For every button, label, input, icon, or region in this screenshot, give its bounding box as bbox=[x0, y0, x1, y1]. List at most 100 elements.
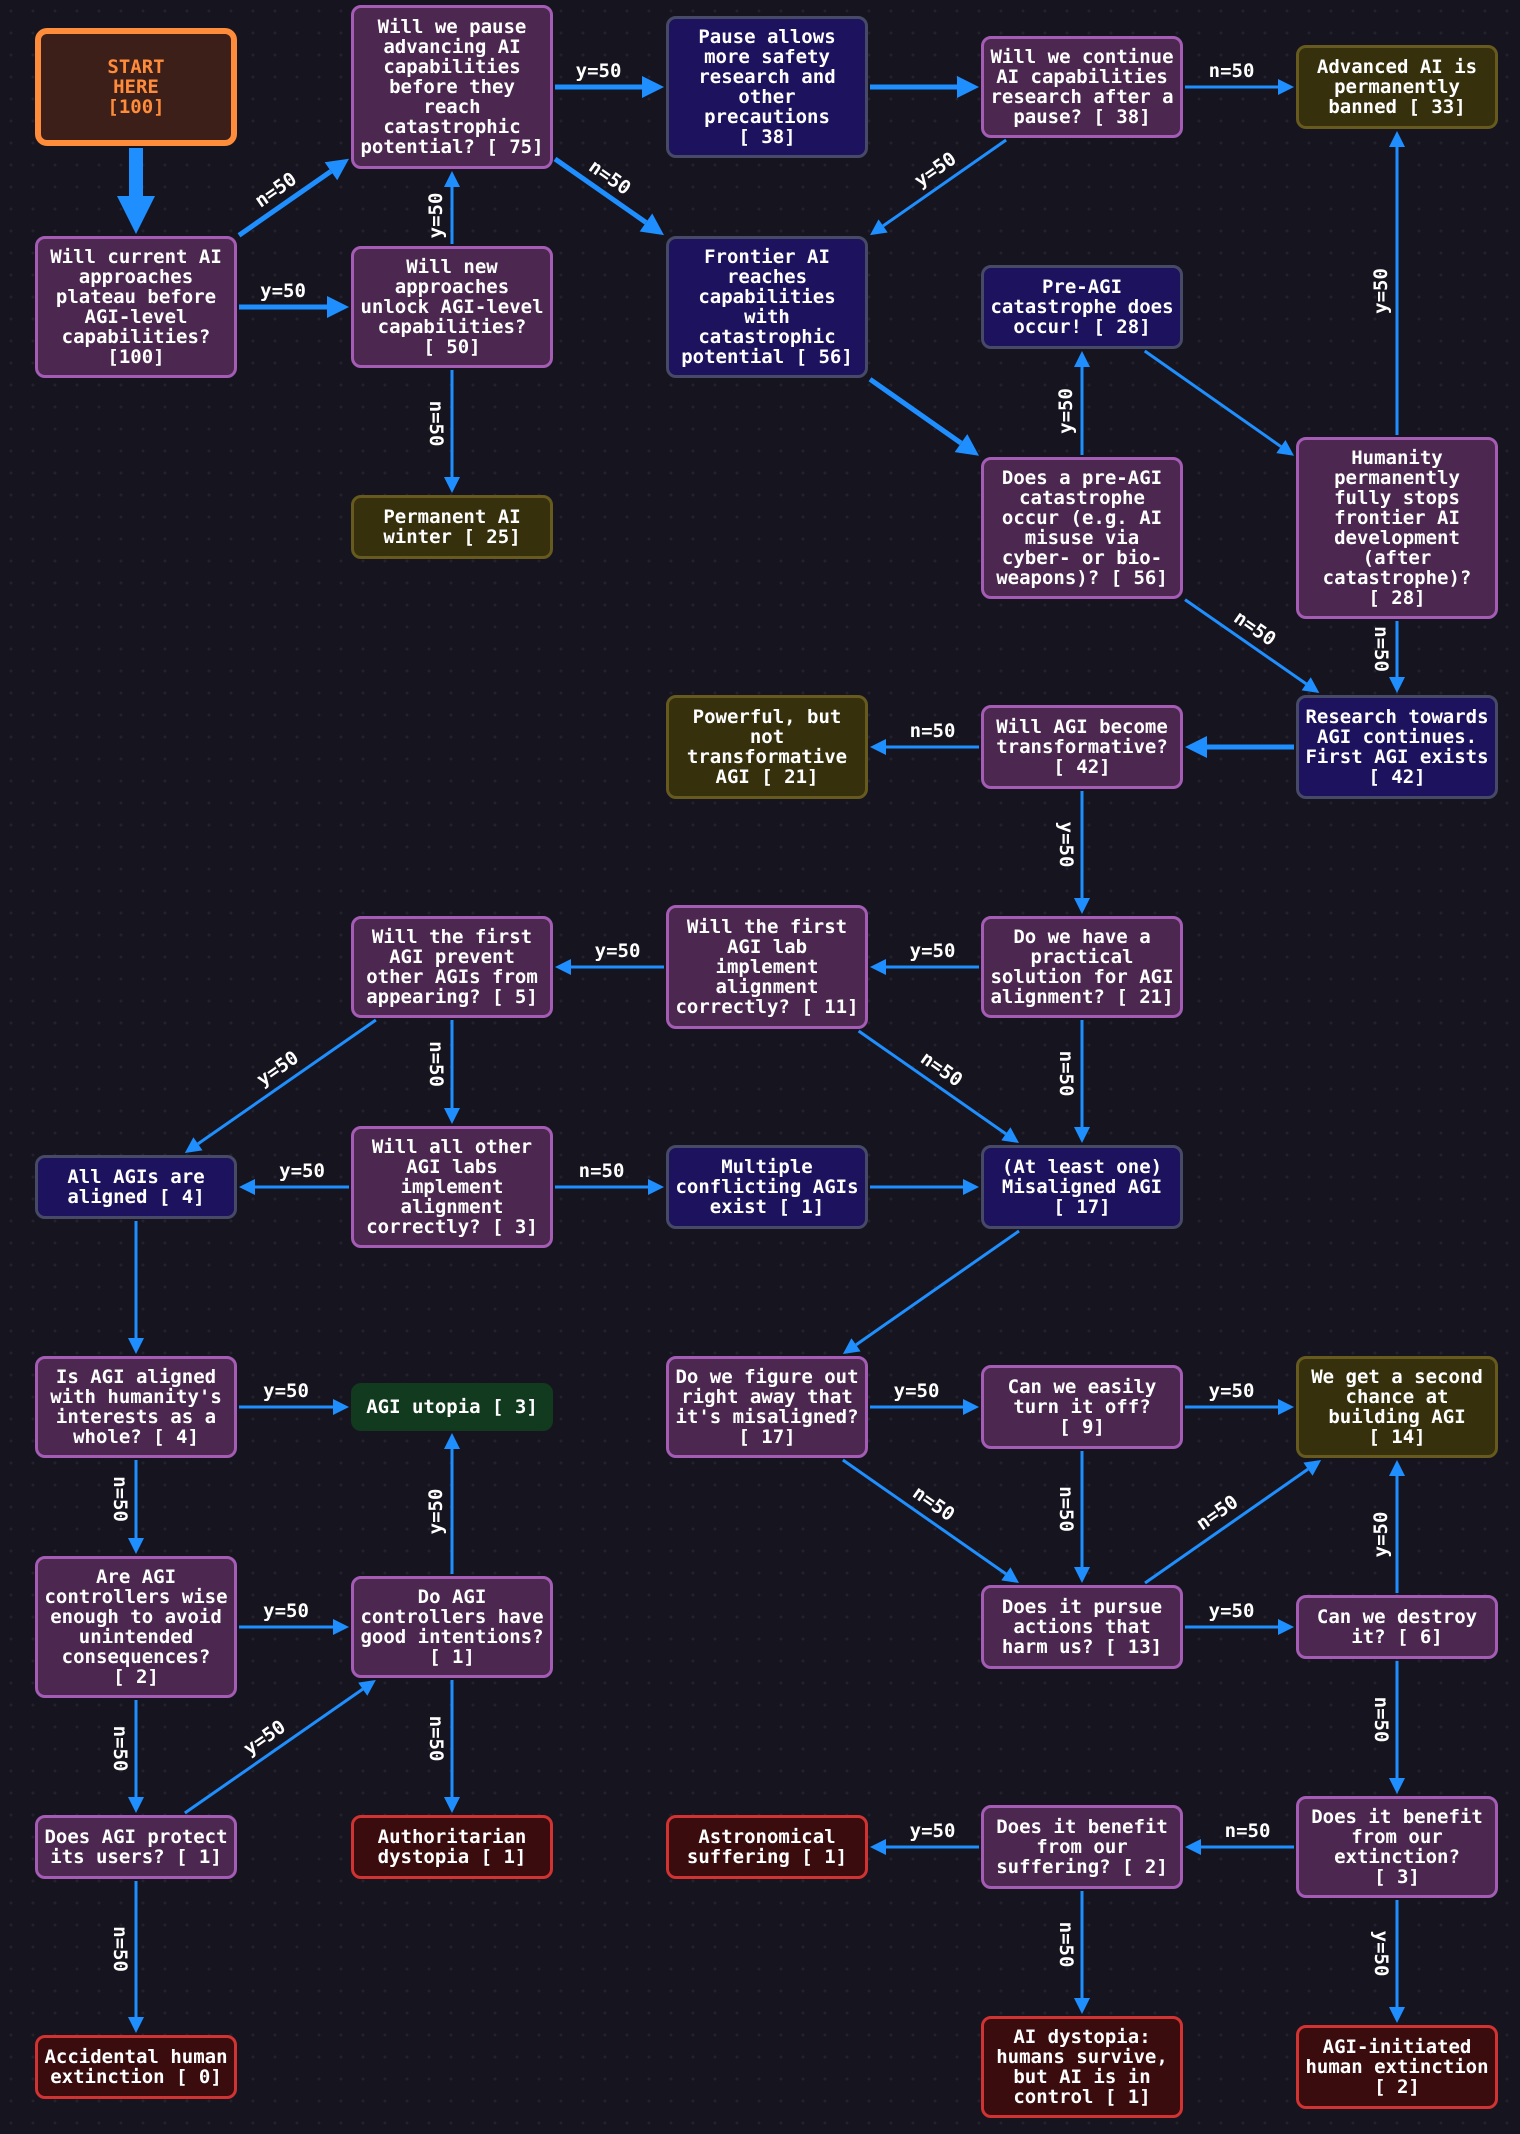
edge-turn_off-to-second_chance: y=50 bbox=[1185, 1380, 1294, 1415]
edge-label: y=50 bbox=[425, 1489, 447, 1535]
edge-arrowhead bbox=[324, 158, 349, 181]
edge-label: y=50 bbox=[1209, 1380, 1255, 1402]
edge-label: n=50 bbox=[251, 168, 301, 212]
edge-arrowhead bbox=[128, 1338, 144, 1354]
edge-label: y=50 bbox=[910, 148, 960, 192]
edge-arrowhead bbox=[128, 1797, 144, 1813]
edge-arrowhead bbox=[1389, 131, 1405, 147]
edge-arrowhead bbox=[954, 434, 979, 456]
edge-prevent-to-all_aligned: y=50 bbox=[184, 1018, 377, 1153]
edge-destroy-to-benefit_extinction: n=50 bbox=[1370, 1661, 1405, 1794]
node-misaligned: (At least one) Misaligned AGI [ 17] bbox=[981, 1145, 1183, 1229]
node-humanity-aligned: Is AGI aligned with humanity's interests… bbox=[35, 1356, 237, 1458]
node-frontier: Frontier AI reaches capabilities with ca… bbox=[666, 236, 868, 378]
edge-arrowhead bbox=[333, 1399, 349, 1415]
edge-arrowhead bbox=[1074, 351, 1090, 367]
edge-label: y=50 bbox=[1370, 1512, 1392, 1558]
edge-start-to-plateau bbox=[117, 148, 155, 234]
edge-arrowhead bbox=[963, 1179, 979, 1195]
edge-arrowhead bbox=[1301, 677, 1320, 693]
edge-line bbox=[183, 1687, 364, 1815]
edge-good_int-to-utopia: y=50 bbox=[425, 1433, 460, 1574]
edge-arrowhead bbox=[1185, 1839, 1201, 1855]
edge-label: n=50 bbox=[1055, 1922, 1077, 1968]
node-first-lab: Will the first AGI lab implement alignme… bbox=[666, 905, 868, 1029]
node-accidental: Accidental human extinction [ 0] bbox=[35, 2035, 237, 2099]
edge-arrowhead bbox=[1001, 1127, 1019, 1143]
edge-arrowhead bbox=[963, 1399, 979, 1415]
edge-prevent-to-all_other: n=50 bbox=[425, 1020, 460, 1124]
edge-line bbox=[842, 1458, 1007, 1576]
edge-humanity_aligned-to-utopia: y=50 bbox=[239, 1380, 349, 1415]
edge-humanity_aligned-to-wise: n=50 bbox=[109, 1460, 144, 1554]
edge-arrowhead bbox=[1001, 1567, 1019, 1583]
node-start: START HERE [100] bbox=[35, 28, 237, 146]
edge-arrowhead bbox=[957, 76, 979, 98]
node-authoritarian: Authoritarian dystopia [ 1] bbox=[351, 1815, 553, 1879]
edge-label: n=50 bbox=[109, 1476, 131, 1522]
edge-line bbox=[1184, 598, 1308, 686]
edge-benefit_suffering-to-astronomical: y=50 bbox=[870, 1820, 979, 1855]
edge-label: y=50 bbox=[263, 1380, 309, 1402]
node-pursue: Does it pursue actions that harm us? [ 1… bbox=[981, 1585, 1183, 1669]
edge-pursue-to-destroy: y=50 bbox=[1185, 1600, 1294, 1635]
node-practical: Do we have a practical solution for AGI … bbox=[981, 916, 1183, 1018]
edge-plateau-to-pause: n=50 bbox=[237, 158, 349, 238]
node-transformative: Will AGI become transformative? [ 42] bbox=[981, 705, 1183, 789]
node-pre-cat-question: Does a pre-AGI catastrophe occur (e.g. A… bbox=[981, 457, 1183, 599]
edge-label: y=50 bbox=[1209, 1600, 1255, 1622]
edge-label: n=50 bbox=[1370, 626, 1392, 672]
edge-multiple-to-misaligned bbox=[870, 1179, 979, 1195]
edge-line bbox=[553, 156, 648, 225]
node-turn-off: Can we easily turn it off? [ 9] bbox=[981, 1365, 1183, 1449]
edge-arrowhead bbox=[1389, 1778, 1405, 1794]
node-ai-dystopia: AI dystopia: humans survive, but AI is i… bbox=[981, 2016, 1183, 2118]
edge-arrowhead bbox=[1389, 2007, 1405, 2023]
edge-arrowhead bbox=[555, 959, 571, 975]
edge-label: n=50 bbox=[910, 720, 956, 742]
edge-label: y=50 bbox=[1370, 1931, 1392, 1977]
edge-label: y=50 bbox=[253, 1047, 303, 1091]
edge-arrowhead bbox=[870, 959, 886, 975]
edge-all_other-to-multiple: n=50 bbox=[555, 1160, 664, 1195]
edge-arrowhead bbox=[1074, 1998, 1090, 2014]
edge-label: y=50 bbox=[595, 940, 641, 962]
edge-all_other-to-all_aligned: y=50 bbox=[239, 1160, 349, 1195]
edge-line bbox=[197, 1018, 377, 1146]
edge-arrowhead bbox=[184, 1137, 203, 1153]
edge-label: y=50 bbox=[425, 193, 447, 239]
edge-arrowhead bbox=[358, 1680, 376, 1696]
edge-arrowhead bbox=[239, 1179, 255, 1195]
edge-benefit_extinction-to-agi_extinction: y=50 bbox=[1370, 1900, 1405, 2023]
node-stops: Humanity permanently fully stops frontie… bbox=[1296, 437, 1498, 619]
edge-label: n=50 bbox=[1055, 1051, 1077, 1097]
edge-arrowhead bbox=[1303, 1460, 1322, 1476]
edge-all_aligned-to-humanity_aligned bbox=[128, 1221, 144, 1354]
edge-arrowhead bbox=[642, 76, 664, 98]
edge-benefit_extinction-to-benefit_suffering: n=50 bbox=[1185, 1820, 1294, 1855]
edge-wise-to-protect: n=50 bbox=[109, 1700, 144, 1813]
edge-arrowhead bbox=[444, 171, 460, 187]
edge-label: y=50 bbox=[910, 1820, 956, 1842]
edge-label: n=50 bbox=[1225, 1820, 1271, 1842]
edge-arrowhead bbox=[128, 2017, 144, 2033]
node-destroy: Can we destroy it? [ 6] bbox=[1296, 1595, 1498, 1659]
edge-practical-to-first_lab: y=50 bbox=[870, 940, 979, 975]
edge-label: n=50 bbox=[1055, 1486, 1077, 1532]
node-wise: Are AGI controllers wise enough to avoid… bbox=[35, 1556, 237, 1698]
edge-new_approaches-to-winter: n=50 bbox=[425, 370, 460, 493]
edge-arrowhead bbox=[333, 1619, 349, 1635]
edge-continue_after-to-frontier: y=50 bbox=[870, 138, 1007, 236]
edge-wise-to-good_int: y=50 bbox=[239, 1600, 349, 1635]
edge-pre_cat_q-to-pre_cat_occurs: y=50 bbox=[1055, 351, 1090, 455]
edge-label: y=50 bbox=[1055, 822, 1077, 868]
edge-figure_out-to-pursue: n=50 bbox=[842, 1458, 1019, 1583]
edge-protect-to-good_int: y=50 bbox=[183, 1680, 376, 1815]
edge-line bbox=[857, 1029, 1007, 1136]
node-all-other: Will all other AGI labs implement alignm… bbox=[351, 1126, 553, 1248]
edge-arrowhead bbox=[1074, 1567, 1090, 1583]
edge-label: y=50 bbox=[576, 60, 622, 82]
edge-first_lab-to-prevent: y=50 bbox=[555, 940, 664, 975]
